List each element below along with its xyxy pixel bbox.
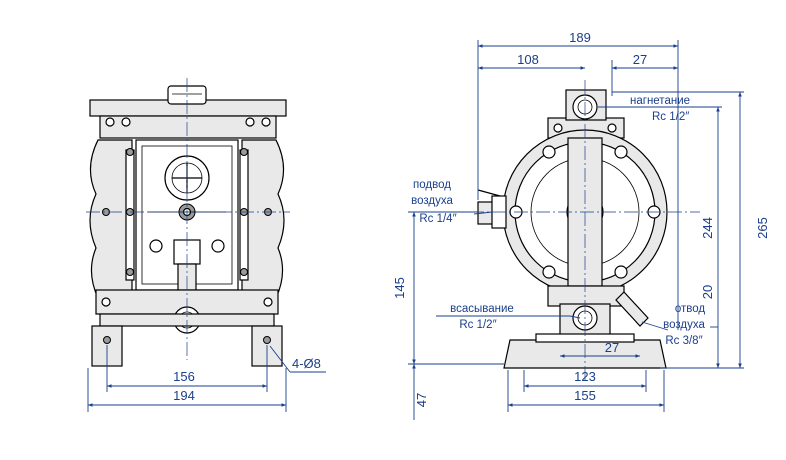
label-air-supply-line2: воздуха xyxy=(411,195,453,207)
dim-mount-holes: 4-Ø8 xyxy=(292,356,321,371)
label-air-supply-thread: Rc 1/4″ xyxy=(419,213,456,225)
dim-air-exhaust-height: 20 xyxy=(700,285,715,299)
dim-total-height: 265 xyxy=(755,217,770,239)
dim-front-overall-width: 194 xyxy=(173,388,195,403)
dim-inlet-offset: 27 xyxy=(605,340,619,355)
label-air-exhaust-line1: отвод xyxy=(675,303,706,315)
dim-side-overall-width: 189 xyxy=(569,30,591,45)
label-suction-thread: Rc 1/2″ xyxy=(459,319,496,331)
front-dimensions: 156 194 4-Ø8 xyxy=(87,345,326,412)
label-air-exhaust-thread: Rc 3/8″ xyxy=(665,335,702,347)
dim-front-bolt-spacing: 156 xyxy=(173,369,195,384)
dim-base-height: 47 xyxy=(414,393,429,407)
label-suction: всасывание xyxy=(450,303,514,315)
port-labels: нагнетание Rc 1/2″ подвод воздуха Rc 1/4… xyxy=(411,95,705,347)
label-discharge-thread: Rc 1/2″ xyxy=(652,111,689,123)
side-view xyxy=(470,80,700,380)
label-discharge: нагнетание xyxy=(630,95,690,107)
dim-side-center-to-left: 108 xyxy=(517,52,539,67)
front-right-chamber xyxy=(239,139,285,299)
label-air-supply-line1: подвод xyxy=(413,179,451,191)
side-air-inlet xyxy=(477,189,507,229)
side-dimensions: 189 108 27 265 244 20 145 47 123 155 27 xyxy=(392,30,770,420)
dim-outlet-height: 244 xyxy=(700,217,715,239)
front-view xyxy=(86,78,290,367)
dim-inlet-height: 145 xyxy=(392,277,407,299)
dim-foot-outer: 155 xyxy=(574,388,596,403)
dim-foot-inner: 123 xyxy=(574,369,596,384)
front-left-chamber xyxy=(89,139,135,299)
dim-side-outlet-offset: 27 xyxy=(633,52,647,67)
front-top-manifold xyxy=(89,85,287,139)
label-air-exhaust-line2: воздуха xyxy=(663,319,705,331)
side-bottom-manifold xyxy=(547,285,649,339)
